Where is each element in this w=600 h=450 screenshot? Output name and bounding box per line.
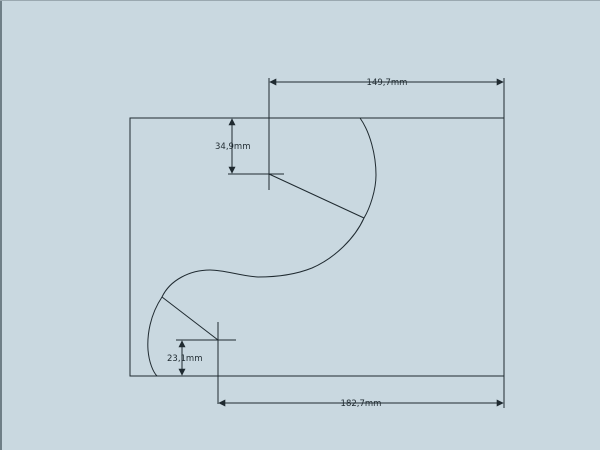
lower-radius-line[interactable] bbox=[161, 296, 219, 341]
bottom-dimension-label[interactable]: 182,7mm bbox=[341, 399, 382, 409]
top-dimension-label[interactable]: 149,7mm bbox=[367, 78, 408, 88]
outer-rectangle[interactable] bbox=[129, 117, 505, 377]
lower-vertical-dimension-label[interactable]: 23,1mm bbox=[167, 354, 203, 364]
s-curve-profile[interactable] bbox=[147, 117, 377, 377]
upper-vertical-dimension-label[interactable]: 34,9mm bbox=[215, 142, 251, 152]
viewport-top-border bbox=[0, 0, 600, 1]
viewport-left-border bbox=[0, 0, 2, 450]
upper-radius-line[interactable] bbox=[268, 173, 365, 219]
